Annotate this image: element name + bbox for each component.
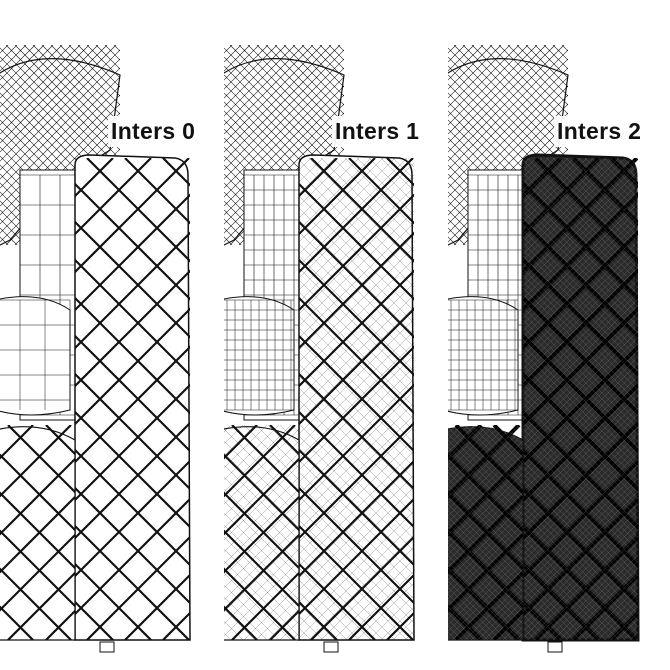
sofa-wireframe-render [224, 45, 415, 653]
inters-2-label: Inters 2 [554, 116, 648, 147]
wireframe-panel-inters-0 [0, 0, 221, 670]
panel-divider [445, 0, 448, 670]
inters-0-label: Inters 0 [108, 116, 202, 147]
wireframe-panel-inters-2 [448, 0, 670, 670]
panel-divider [221, 0, 224, 670]
inters-1-label: Inters 1 [332, 116, 426, 147]
wireframe-panel-inters-1 [224, 0, 445, 670]
sofa-wireframe-render [0, 45, 191, 653]
sofa-wireframe-render [448, 45, 640, 653]
